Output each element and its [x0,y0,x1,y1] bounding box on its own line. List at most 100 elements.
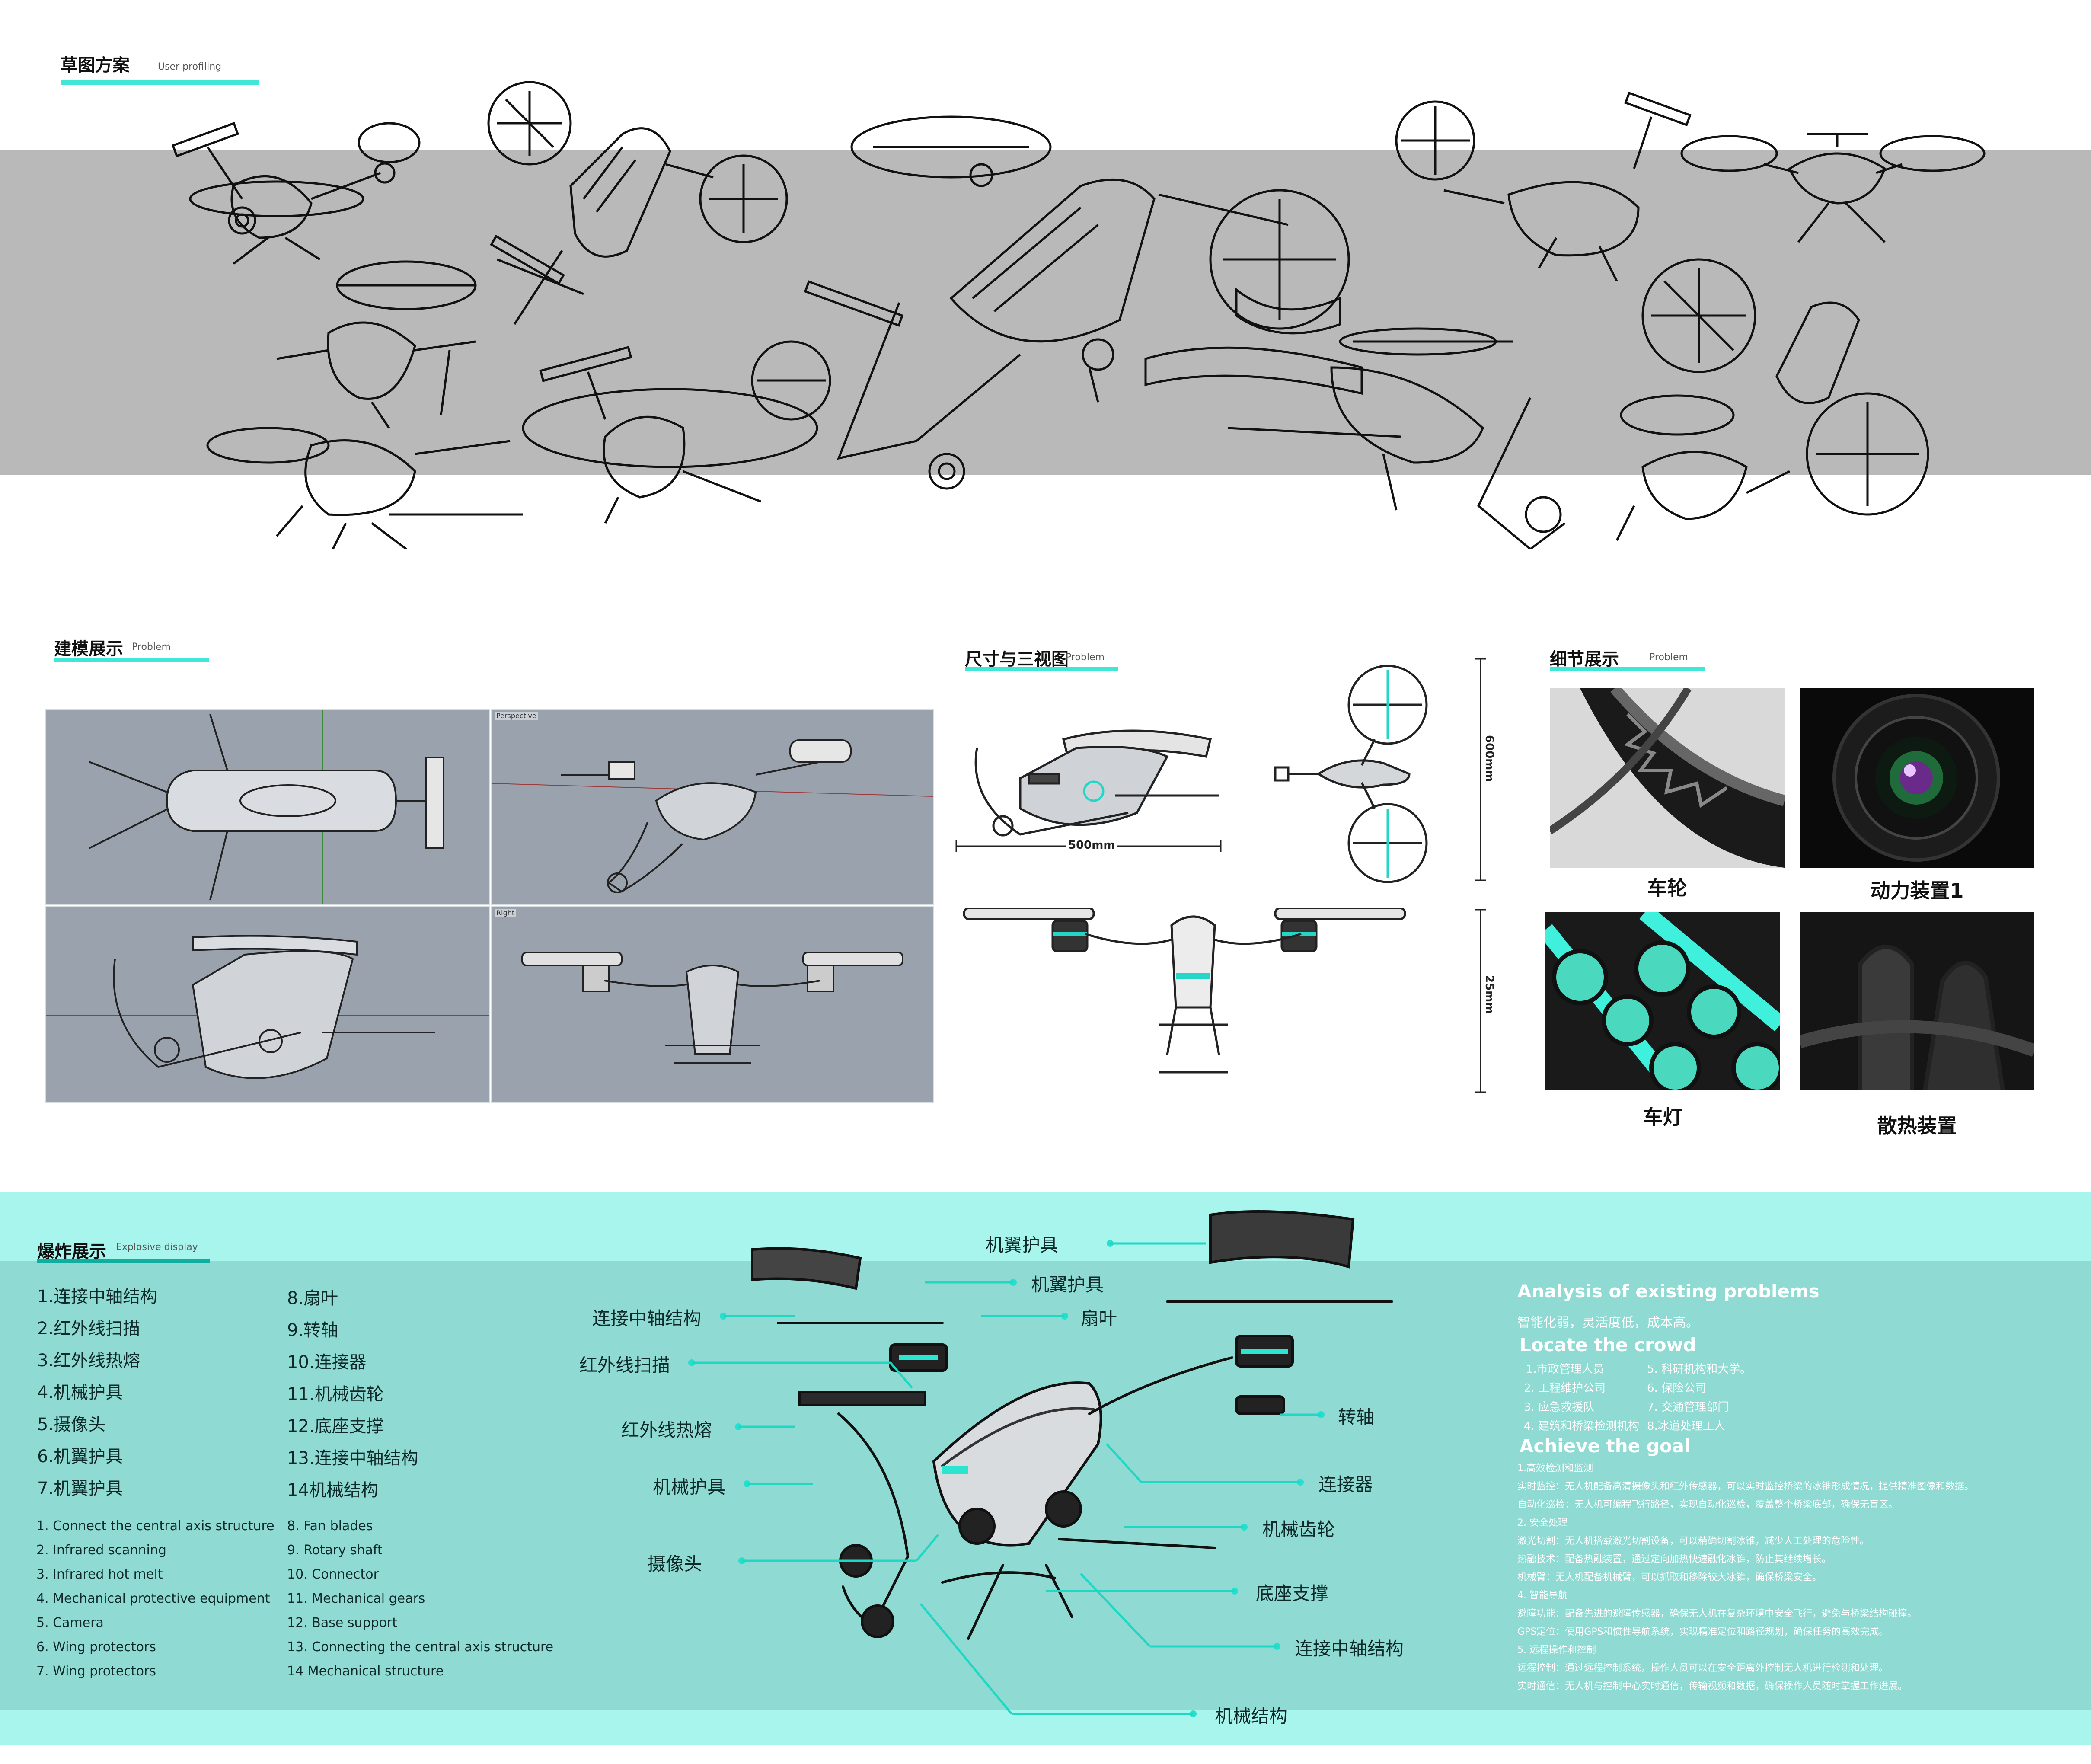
detail-tile-power[interactable] [1800,688,2034,868]
modeling-section-underline [54,658,209,662]
cn-part-6: 6.机翼护具 [37,1447,123,1467]
wheel-truss-icon [1550,688,1785,868]
drone-top-view-model [89,710,444,904]
drone-sketch-7 [1144,327,1566,549]
goal-line-2: 实时监控：无人机配备高清摄像头和红外传感器，可以实时监控桥梁的冰锥形成情况，提供… [1517,1481,1974,1492]
cn-part-5: 5.摄像头 [37,1415,106,1435]
drone-sketch-3 [804,115,1350,490]
detail-tile-wheel[interactable] [1550,688,1785,868]
cn-part-3: 3.红外线热熔 [37,1351,140,1371]
analysis-summary: 智能化弱，灵活度低，成本高。 [1517,1315,1699,1330]
dimension-section-underline [965,667,1118,671]
en-part-10: 10. Connector [287,1567,379,1582]
crowd-item-1: 1.市政管理人员 [1526,1363,1604,1376]
en-part-6: 6. Wing protectors [36,1639,156,1655]
en-part-1: 1. Connect the central axis structure [36,1518,275,1534]
drone-sketches [171,81,1986,549]
width-dimension-label: 500mm [1066,839,1118,852]
drone-top-render [1274,665,1428,883]
detail-tile-heatsink[interactable] [1800,912,2034,1090]
callout-infrared-scan: 红外线扫描 [579,1355,670,1376]
depth-dimension-line [1475,909,1486,1093]
crowd-item-5: 5. 科研机构和大学。 [1647,1363,1752,1376]
callout-base-support: 底座支撑 [1256,1583,1329,1604]
drone-sketch-4 [276,260,477,429]
detail-caption-heatsink: 散热装置 [1877,1114,1957,1138]
callout-wing-guard-2: 机翼护具 [1031,1274,1104,1295]
goal-line-5: 激光切割：无人机搭载激光切割设备，可以精确切割冰锥，减少人工处理的危险性。 [1517,1536,1870,1547]
height-dimension-line [1475,658,1486,881]
callout-fan-blade: 扇叶 [1081,1308,1117,1329]
en-part-14: 14 Mechanical structure [287,1664,444,1679]
en-part-3: 3. Infrared hot melt [36,1567,163,1582]
viewport-top[interactable] [45,709,490,905]
goal-line-13: 实时通信：无人机与控制中心实时通信，传输视频和数据，确保操作人员随时掌握工作进展… [1517,1681,1908,1692]
callout-wing-guard-top: 机翼护具 [986,1234,1059,1256]
camera-lens-icon [1832,694,2000,862]
callout-mechanical-structure: 机械结构 [1215,1706,1288,1727]
sketch-section-underline [61,80,259,85]
cn-part-4: 4.机械护具 [37,1383,123,1403]
drone-sketch-1 [171,121,421,265]
goal-line-4: 2. 安全处理 [1517,1518,1567,1528]
goal-heading: Achieve the goal [1520,1435,1691,1457]
drone-sketch-5 [206,427,523,549]
sketch-section-subtitle: User profiling [158,61,222,72]
goal-line-7: 机械臂：无人机配备机械臂，可以抓取和移除较大冰锥，确保桥梁安全。 [1517,1572,1822,1583]
detail-caption-lights: 车灯 [1643,1106,1683,1129]
cn-part-14: 14机械结构 [287,1480,378,1500]
drone-perspective-model [492,739,933,893]
crowd-item-2: 2. 工程维护公司 [1524,1382,1606,1395]
detail-section-title: 细节展示 [1550,649,1619,669]
explosive-section-subtitle: Explosive display [116,1242,198,1253]
en-part-8: 8. Fan blades [287,1518,373,1534]
crowd-item-6: 6. 保险公司 [1647,1382,1707,1395]
cn-part-7: 7.机翼护具 [37,1479,123,1499]
detail-tile-lights[interactable] [1545,912,1780,1090]
callout-mechanical-gear: 机械齿轮 [1262,1519,1335,1540]
goal-line-9: 避障功能：配备先进的避障传感器，确保无人机在复杂环境中安全飞行，避免与桥梁结构碰… [1517,1608,1917,1619]
explosive-section-title: 爆炸展示 [37,1242,106,1262]
cn-part-8: 8.扇叶 [287,1288,338,1308]
goal-line-12: 远程控制：通过远程控制系统，操作人员可以在安全距离外控制无人机进行检测和处理。 [1517,1663,1889,1674]
callout-mechanical-guard: 机械护具 [653,1476,726,1498]
drone-side-render [974,729,1219,837]
en-part-5: 5. Camera [36,1615,104,1630]
viewport-front[interactable] [45,906,490,1102]
goal-line-11: 5. 远程操作和控制 [1517,1645,1596,1655]
crowd-item-8: 8.冰道处理工人 [1647,1420,1725,1433]
en-part-9: 9. Rotary shaft [287,1543,383,1558]
crowd-item-4: 4. 建筑和桥梁检测机构 [1524,1420,1640,1433]
callout-central-axis-2: 连接中轴结构 [1295,1638,1404,1659]
explosive-top-band [0,1192,2091,1261]
goal-line-1: 1.高效检测和监测 [1517,1463,1593,1474]
drone-sketch-6 [522,340,831,524]
crowd-item-7: 7. 交通管理部门 [1647,1401,1729,1414]
detail-section-subtitle: Problem [1649,652,1688,663]
en-part-2: 2. Infrared scanning [36,1543,166,1558]
detail-caption-wheel: 车轮 [1647,876,1687,900]
dimension-section-title: 尺寸与三视图 [965,649,1069,669]
viewport-perspective[interactable]: Perspective [491,709,934,905]
en-part-12: 12. Base support [287,1615,398,1630]
goal-line-8: 4. 智能导航 [1517,1590,1567,1601]
crowd-heading: Locate the crowd [1520,1334,1696,1355]
callout-rotary-shaft: 转轴 [1338,1406,1375,1428]
drone-sketch-9 [1680,133,1986,243]
goal-line-3: 自动化巡检：无人机可编程飞行路径，实现自动化巡检，覆盖整个桥梁底部，确保无盲区。 [1517,1499,1898,1510]
drone-sketch-2 [487,81,788,325]
gear-lights-icon [1545,912,1780,1090]
en-part-11: 11. Mechanical gears [287,1591,425,1606]
cn-part-13: 13.连接中轴结构 [287,1448,418,1468]
analysis-heading: Analysis of existing problems [1517,1281,1820,1302]
viewport-right[interactable]: Right [491,906,934,1102]
explosive-section-underline [37,1259,210,1263]
detail-section-underline [1550,667,1705,671]
goal-line-6: 热融技术：配备热融装置，通过定向加热快速融化冰锥，防止其继续增长。 [1517,1554,1832,1565]
heat-sink-icon [1800,912,2034,1090]
cn-part-10: 10.连接器 [287,1352,367,1372]
cn-part-2: 2.红外线扫描 [37,1319,140,1339]
explosive-bottom-band [0,1710,2091,1745]
drone-front-render [963,908,1406,1074]
